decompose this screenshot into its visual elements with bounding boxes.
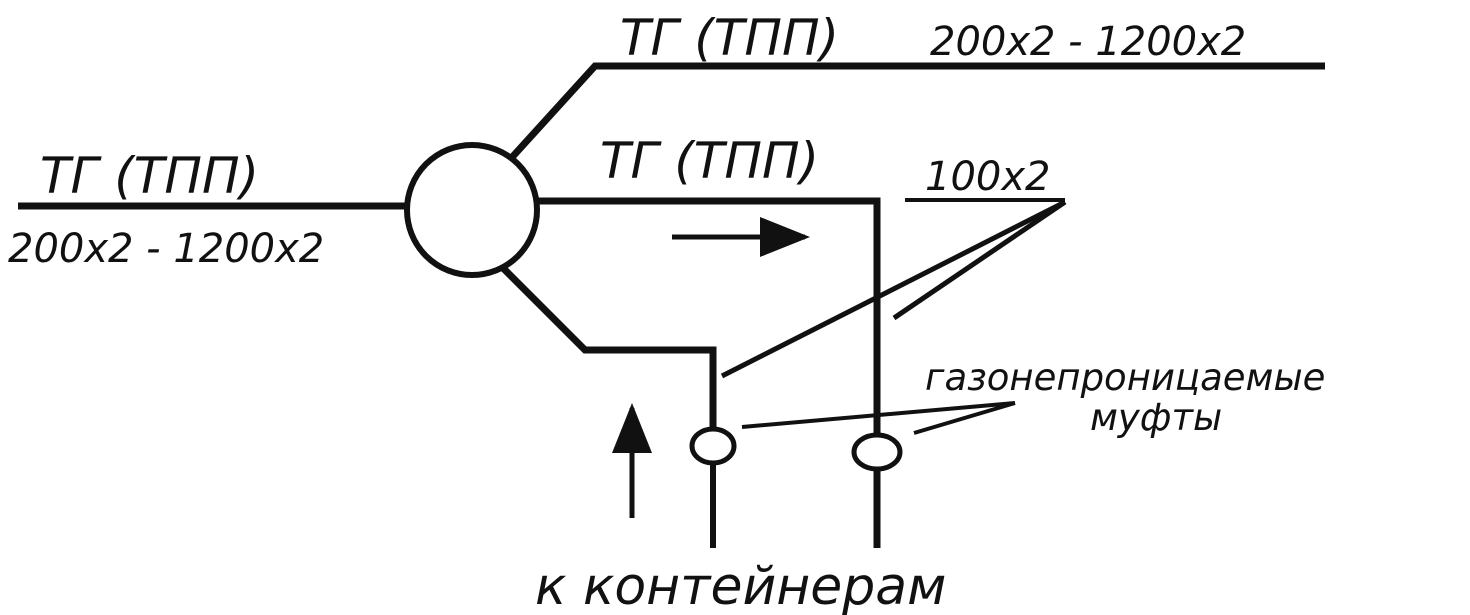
upper-branch-line [502,62,1325,168]
input-cable-label: ТГ (ТПП) [40,147,259,205]
leader-line-lower [720,199,1067,379]
middle-capacity-label: 100x2 [925,154,1050,200]
couplings-label-line1: газонепроницаемые [925,356,1325,399]
coupling-leader-right [913,401,1016,435]
input-capacity-label: 200x2 - 1200x2 [8,226,324,272]
upper-capacity-label: 200x2 - 1200x2 [930,19,1246,65]
gastight-coupling-right-icon [851,432,903,472]
destination-label: к контейнерам [535,557,946,615]
middle-cable-label: ТГ (ТПП) [600,132,819,190]
couplings-label-line2: муфты [1090,396,1222,439]
splice-junction-icon [404,142,540,278]
gastight-coupling-left-icon [689,426,737,466]
middle-branch-line [536,197,881,437]
leader-line-upper [892,199,1067,321]
lower-branch-line [494,259,717,430]
upper-cable-label: ТГ (ТПП) [620,9,839,67]
coupling-leader-left [741,401,1016,429]
